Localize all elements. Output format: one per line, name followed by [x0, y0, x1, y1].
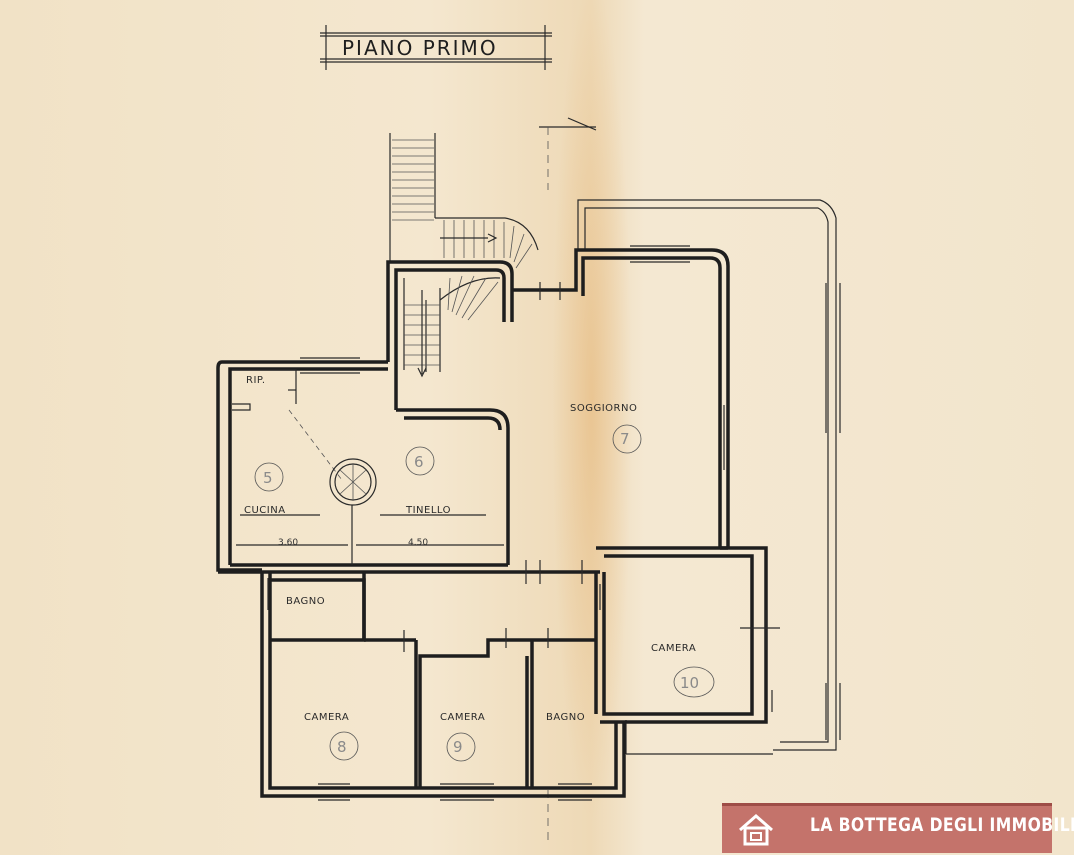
openings	[236, 245, 780, 801]
stair-treads	[392, 139, 434, 221]
brand-name: LA BOTTEGA DEGLI IMMOBILI	[810, 814, 1074, 836]
number-camera-10: 10	[680, 674, 699, 692]
brand-banner: LA BOTTEGA DEGLI IMMOBILI	[722, 803, 1074, 853]
number-camera-9: 9	[453, 738, 463, 756]
north-arrow-icon	[539, 117, 597, 845]
label-rip: RIP.	[246, 375, 266, 386]
number-circles	[254, 424, 715, 762]
number-cucina: 5	[263, 469, 273, 487]
external-stairs	[389, 133, 539, 269]
label-bagno-1: BAGNO	[286, 596, 325, 607]
number-tinello: 6	[414, 453, 424, 471]
round-table-icon	[329, 458, 377, 506]
terrace-outline	[577, 199, 841, 755]
label-camera-9: CAMERA	[440, 712, 485, 723]
dimension-tinello: 4.50	[408, 538, 428, 548]
label-soggiorno: SOGGIORNO	[570, 403, 637, 414]
label-cucina: CUCINA	[244, 505, 286, 516]
number-camera-8: 8	[337, 738, 347, 756]
label-camera-10: CAMERA	[651, 643, 696, 654]
plan-title: PIANO PRIMO	[342, 36, 498, 60]
room-labels: RIP. CUCINA 5 3.60 TINELLO 6 4.50 SOGGIO…	[244, 375, 699, 756]
walls	[216, 248, 768, 798]
internal-stairs	[403, 275, 501, 378]
label-tinello: TINELLO	[405, 505, 451, 516]
label-bagno-2: BAGNO	[546, 712, 585, 723]
number-soggiorno: 7	[620, 430, 630, 448]
dimension-cucina: 3.60	[278, 538, 298, 548]
plan-title-block: PIANO PRIMO	[320, 25, 552, 70]
label-camera-8: CAMERA	[304, 712, 349, 723]
house-icon	[739, 814, 773, 846]
